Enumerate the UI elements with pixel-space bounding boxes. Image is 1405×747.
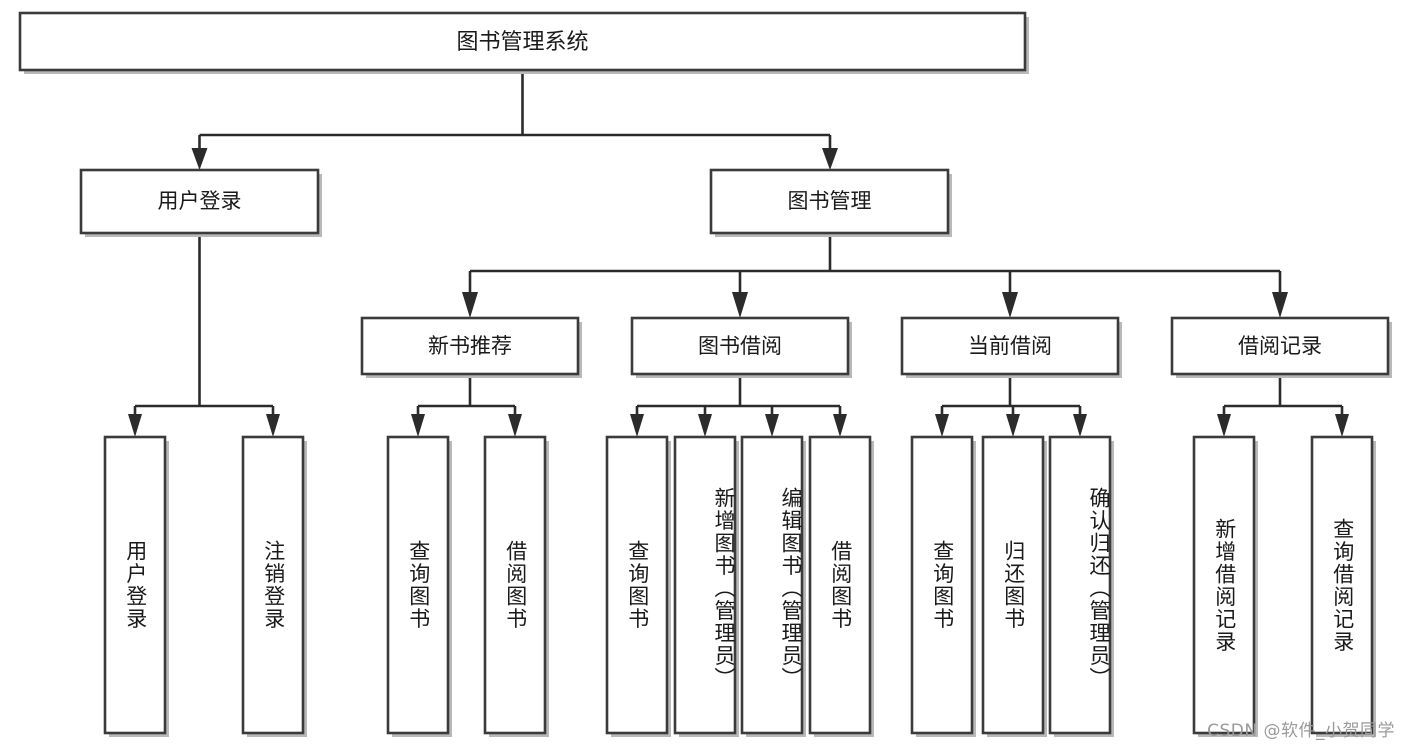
node-user-login[interactable]: 用户登录 — [79, 168, 322, 237]
leaf-box-10[interactable] — [1048, 435, 1112, 735]
node-borrow-record[interactable]: 借阅记录 — [1170, 316, 1392, 378]
book-management-label: 图书管理 — [788, 189, 872, 213]
current-borrow-box — [900, 316, 1120, 376]
arrowhead-leaf-query-book-1 — [411, 414, 425, 437]
user-login-box — [79, 168, 320, 235]
arrowhead-to-book-mgmt — [822, 148, 838, 170]
current-borrow-label: 当前借阅 — [968, 334, 1052, 358]
arrowhead-to-user-login — [191, 148, 208, 170]
arrowhead-leaf-borrow-book-2 — [833, 414, 847, 437]
root-box — [18, 11, 1027, 72]
leaf-box-9[interactable] — [981, 435, 1045, 735]
arrowhead-to-new-book-rec — [462, 292, 478, 318]
borrow-record-box — [1170, 316, 1390, 376]
arrowhead-leaf-return-book — [1006, 414, 1020, 437]
arrowhead-leaf-add-book — [698, 414, 712, 437]
root-label: 图书管理系统 — [456, 30, 588, 55]
arrowhead-leaf-user-login — [128, 414, 142, 437]
arrowhead-leaf-borrow-book-1 — [508, 414, 522, 437]
node-book-borrow[interactable]: 图书借阅 — [630, 316, 852, 378]
new-book-rec-box — [360, 316, 580, 376]
arrowhead-leaf-logout — [266, 414, 280, 437]
leaf-box-12[interactable] — [1310, 435, 1374, 735]
arrowhead-leaf-add-record — [1217, 414, 1231, 437]
leaf-box-layer — [103, 435, 1376, 737]
book-borrow-label: 图书借阅 — [698, 334, 782, 358]
borrow-record-label: 借阅记录 — [1238, 334, 1322, 358]
csdn-watermark: CSDN @软件_小贺同学 — [1207, 721, 1395, 741]
book-management-box — [709, 168, 950, 235]
arrowhead-leaf-confirm-return — [1073, 414, 1087, 437]
arrowhead-leaf-query-book-2 — [630, 414, 644, 437]
leaf-box-0[interactable] — [103, 435, 167, 735]
node-root[interactable]: 图书管理系统 — [18, 11, 1029, 74]
arrowhead-leaf-edit-book — [765, 414, 779, 437]
leaf-box-2[interactable] — [386, 435, 450, 735]
arrowhead-to-book-borrow — [732, 292, 748, 318]
node-current-borrow[interactable]: 当前借阅 — [900, 316, 1122, 378]
node-book-management[interactable]: 图书管理 — [709, 168, 952, 237]
leaf-box-3[interactable] — [483, 435, 547, 735]
book-borrow-box — [630, 316, 850, 376]
leaf-box-8[interactable] — [910, 435, 974, 735]
leaf-box-5[interactable] — [673, 435, 737, 735]
user-login-label: 用户登录 — [158, 189, 242, 213]
new-book-rec-label: 新书推荐 — [428, 334, 512, 358]
leaf-box-1[interactable] — [241, 435, 305, 735]
arrowhead-leaf-query-book-3 — [935, 414, 949, 437]
leaf-box-11[interactable] — [1192, 435, 1256, 735]
leaf-box-4[interactable] — [605, 435, 669, 735]
arrowhead-to-borrow-record — [1272, 292, 1288, 318]
arrowhead-to-current-borrow — [1002, 292, 1018, 318]
leaf-box-7[interactable] — [808, 435, 872, 735]
arrowhead-leaf-query-record — [1335, 414, 1349, 437]
leaf-box-6[interactable] — [740, 435, 804, 735]
connector-layer — [128, 70, 1349, 437]
node-new-book-recommendation[interactable]: 新书推荐 — [360, 316, 582, 378]
